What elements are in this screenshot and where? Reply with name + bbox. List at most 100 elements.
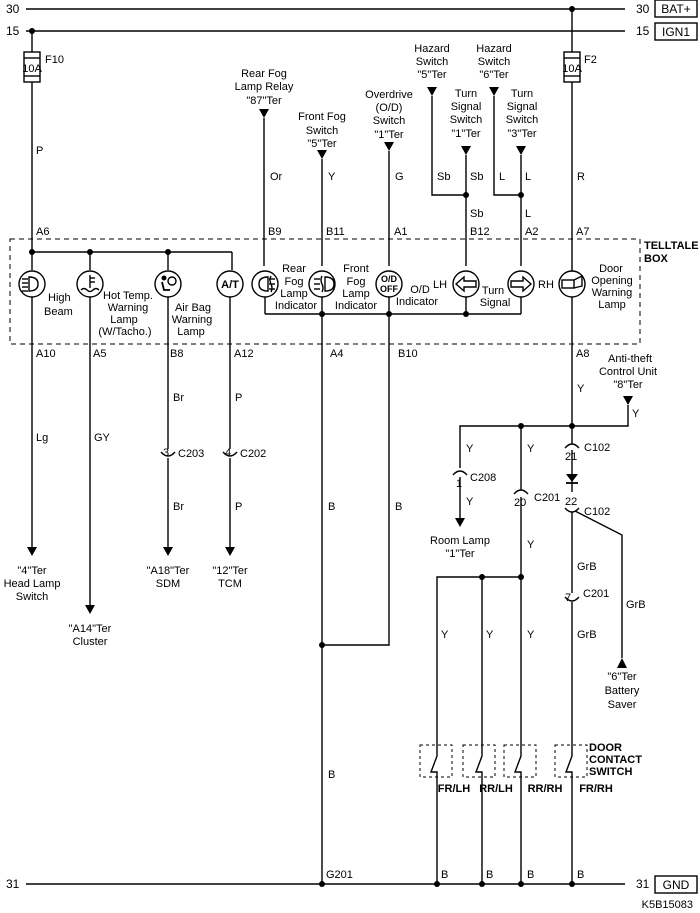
lamp-hot-temp: Hot Temp. Warning Lamp (W/Tacho.) [76, 270, 153, 338]
pin-b9: B9 [268, 226, 281, 238]
connector-c201-b [564, 596, 580, 602]
svg-text:Rear: Rear [282, 263, 306, 275]
at-icon: A/T [221, 279, 239, 291]
connector-c201-b-pin: 7 [565, 592, 571, 604]
output-tcm: 4 C202 P P "12"Ter TCM [212, 346, 266, 590]
fuse-f2: F2 10A R [562, 6, 597, 238]
connector-c202 [222, 451, 238, 457]
svg-text:Front: Front [343, 263, 369, 275]
wire-color-sb-hazard: Sb [437, 171, 450, 183]
connector-c208 [452, 470, 468, 476]
svg-text:Switch: Switch [373, 115, 405, 127]
svg-text:Turn: Turn [455, 88, 477, 100]
diagram-code: K5B15083 [642, 899, 693, 911]
arrow-right-icon [510, 275, 533, 293]
svg-text:Lamp: Lamp [342, 288, 370, 300]
svg-text:"6"Ter: "6"Ter [479, 69, 509, 81]
svg-text:Lamp Relay: Lamp Relay [235, 81, 294, 93]
connector-c201-label: C201 [534, 492, 560, 504]
od-off-icon-bottom: OFF [380, 284, 398, 294]
connector-c102-pin-a: 21 [565, 451, 577, 463]
svg-text:Switch: Switch [416, 56, 448, 68]
svg-text:SWITCH: SWITCH [589, 766, 632, 778]
svg-text:"4"Ter: "4"Ter [17, 565, 47, 577]
svg-text:SDM: SDM [156, 578, 180, 590]
pin-b12: B12 [470, 226, 490, 238]
lamp-high-beam: High Beam [18, 270, 73, 318]
svg-text:"5"Ter: "5"Ter [307, 138, 337, 150]
wire-color-p-lower: P [235, 501, 242, 513]
wire-color-y-c201: Y [527, 443, 535, 455]
bat-rail-number: 30 [6, 2, 20, 16]
door-switch-fr-lh-box [419, 744, 453, 778]
connector-c102-label-b: C102 [584, 506, 610, 518]
od-off-icon-top: O/D [381, 274, 398, 284]
svg-text:Switch: Switch [450, 114, 482, 126]
lamp-turn-rh: RH Turn Signal [480, 270, 554, 309]
svg-text:Fog: Fog [347, 276, 366, 288]
pin-a10: A10 [36, 348, 56, 360]
svg-text:Anti-theft: Anti-theft [608, 353, 652, 365]
ign-rail: 15 15 IGN1 [6, 22, 698, 41]
svg-text:Door: Door [599, 263, 623, 275]
wire-color-grb-lower: GrB [577, 629, 597, 641]
ign-rail-label: IGN1 [662, 25, 690, 39]
fuse-f10-rating: 10A [22, 63, 42, 75]
svg-text:Signal: Signal [507, 101, 538, 113]
wire-color-or: Or [270, 171, 283, 183]
svg-text:CONTACT: CONTACT [589, 754, 642, 766]
pin-a7: A7 [576, 226, 589, 238]
wire-color-b-rrlh: B [486, 869, 493, 881]
svg-text:Rear Fog: Rear Fog [241, 68, 287, 80]
wire-color-y-antitheft: Y [632, 408, 640, 420]
wire-color-p-top: P [36, 145, 43, 157]
gnd-rail-label: GND [663, 878, 690, 892]
output-head-lamp: Lg "4"Ter Head Lamp Switch [4, 346, 61, 603]
svg-text:Warning: Warning [172, 314, 213, 326]
wire-color-sb-turn: Sb [470, 171, 483, 183]
svg-text:"12"Ter: "12"Ter [212, 565, 248, 577]
svg-text:Hazard: Hazard [414, 43, 449, 55]
front-fog-icon [314, 275, 335, 293]
pin-a8: A8 [576, 348, 589, 360]
wire-color-lg: Lg [36, 432, 48, 444]
wire-color-b-a4: B [328, 501, 335, 513]
connector-c201-pin: 20 [514, 497, 526, 509]
wire-color-y-a8: Y [577, 383, 585, 395]
svg-text:Indicator: Indicator [396, 296, 439, 308]
fuse-f2-label: F2 [584, 54, 597, 66]
svg-text:Air Bag: Air Bag [175, 302, 211, 314]
arrow-left-icon [454, 275, 477, 293]
gnd-rail: 31 31 GND [6, 875, 698, 894]
bat-rail-label-box [654, 0, 698, 18]
output-sdm: 3 C203 Br Br "A18"Ter SDM [147, 346, 204, 590]
svg-text:"8"Ter: "8"Ter [613, 379, 643, 391]
lamp-turn-lh: LH [433, 270, 480, 298]
svg-text:Lamp: Lamp [598, 299, 626, 311]
branch-c102: 21 C102 22 C102 GrB "6"Ter Battery Saver… [564, 442, 646, 748]
source-turn-signal-3: Turn Signal Switch "3"Ter L L [506, 88, 538, 266]
svg-text:Signal: Signal [480, 297, 511, 309]
connector-c201-b-label: C201 [583, 588, 609, 600]
gnd-rail-number: 31 [6, 877, 20, 891]
wire-color-b-rrrh: B [527, 869, 534, 881]
svg-text:Switch: Switch [478, 56, 510, 68]
airbag-icon [161, 275, 177, 291]
pin-b8: B8 [170, 348, 183, 360]
ign-rail-label-box [654, 22, 698, 41]
door-switch-fr-rh-box [554, 744, 588, 778]
svg-text:Front Fog: Front Fog [298, 111, 346, 123]
connector-c102-a [564, 443, 580, 449]
wire-color-b-frlh: B [441, 869, 448, 881]
coolant-temp-icon [80, 275, 100, 293]
svg-text:"6"Ter: "6"Ter [607, 671, 637, 683]
pin-b11: B11 [326, 226, 345, 238]
svg-text:DOOR: DOOR [589, 742, 622, 754]
svg-text:Overdrive: Overdrive [365, 89, 413, 101]
svg-text:Turn: Turn [511, 88, 533, 100]
svg-text:Signal: Signal [451, 101, 482, 113]
svg-text:FR/RH: FR/RH [579, 783, 613, 795]
wire-color-y-front-fog: Y [328, 171, 336, 183]
svg-text:RR/LH: RR/LH [479, 783, 513, 795]
svg-text:Head Lamp: Head Lamp [4, 578, 61, 590]
